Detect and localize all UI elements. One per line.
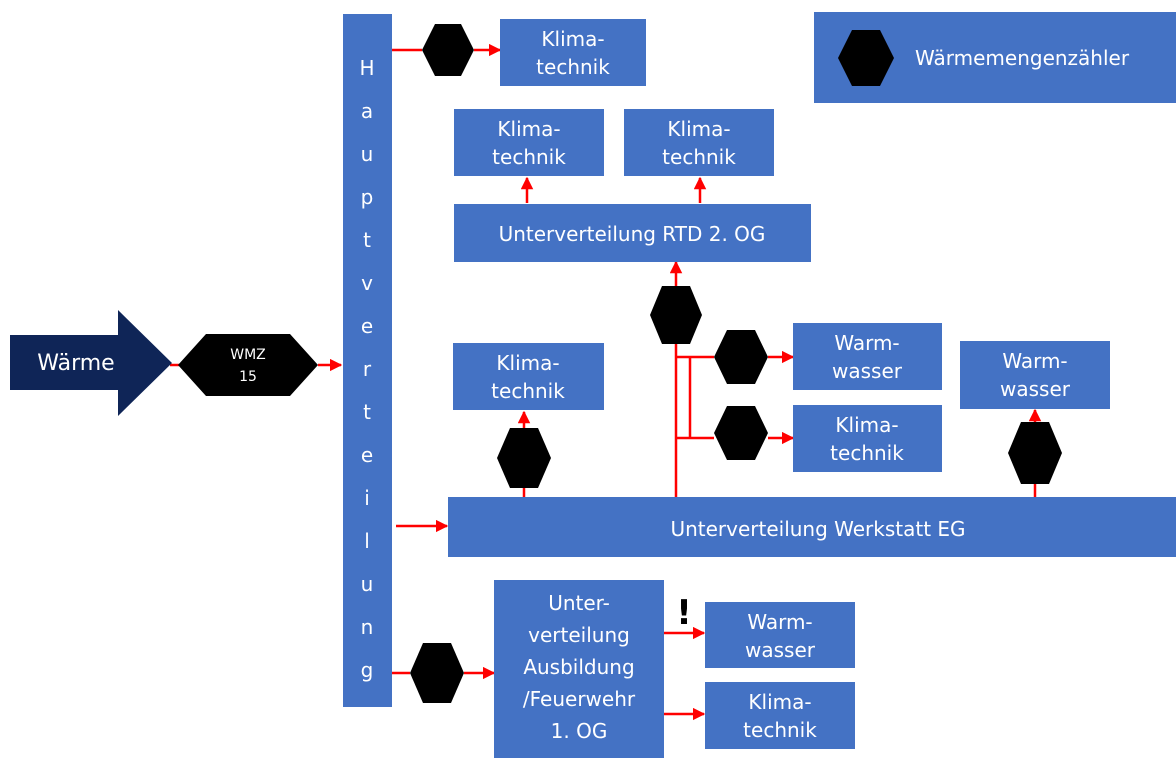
heat-input-arrow	[10, 310, 172, 416]
consumer-label-line2: technik	[491, 379, 565, 403]
heat-input: Wärme	[10, 310, 172, 416]
hexagon-meter-icon	[838, 30, 894, 86]
main-distribution-letter: g	[361, 658, 374, 682]
consumer-label-line2: technik	[743, 718, 817, 742]
main-distribution-letter: H	[359, 56, 374, 80]
consumer-box	[624, 109, 774, 176]
main-distribution-letter: e	[361, 314, 373, 338]
consumer-workshop-warm: Warm- wasser	[793, 323, 942, 390]
subdistribution-rtd: Unterverteilung RTD 2. OG	[454, 204, 811, 262]
consumer-box	[454, 109, 604, 176]
consumer-box	[705, 602, 855, 668]
main-distribution-letter: p	[361, 185, 374, 209]
main-distribution-letter: l	[364, 529, 370, 553]
meter-id-line2: 15	[239, 369, 257, 385]
consumer-label-line1: Klima-	[667, 117, 730, 141]
consumer-label-line1: Warm-	[1002, 349, 1067, 373]
subdistribution-label: Unterverteilung RTD 2. OG	[499, 222, 766, 246]
warning-icon: !	[676, 593, 692, 633]
consumer-label-line1: Warm-	[834, 331, 899, 355]
consumer-label-line1: Klima-	[835, 413, 898, 437]
main-distribution-letter: r	[363, 357, 372, 381]
consumer-box	[793, 323, 942, 390]
consumer-label-line2: wasser	[1000, 377, 1071, 401]
heat-input-label: Wärme	[37, 351, 114, 376]
subdistribution-label-line4: /Feuerwehr	[523, 687, 636, 711]
main-distribution-letter: e	[361, 443, 373, 467]
main-distribution-letter: i	[364, 486, 370, 510]
consumer-workshop-right: Warm- wasser	[960, 341, 1110, 409]
hexagon-meter-icon	[422, 24, 474, 76]
hexagon-meter-icon	[410, 643, 464, 703]
consumer-training-klima: Klima- technik	[705, 682, 855, 749]
subdistribution-label: Unterverteilung Werkstatt EG	[670, 517, 965, 541]
main-distribution-letter: u	[361, 572, 374, 596]
subdistribution-label-line1: Unter-	[548, 591, 610, 615]
main-distribution-letter: t	[363, 400, 371, 424]
hexagon-meter-icon	[650, 286, 702, 344]
consumer-training-warm: Warm- wasser	[705, 602, 855, 668]
main-distribution-letter: v	[361, 271, 373, 295]
legend-label: Wärmemengenzähler	[915, 46, 1130, 70]
consumer-label-line1: Klima-	[748, 690, 811, 714]
consumer-label-line1: Klima-	[496, 351, 559, 375]
legend: Wärmemengenzähler	[814, 12, 1176, 103]
main-distribution-letter: t	[363, 228, 371, 252]
subdistribution-box	[494, 580, 664, 758]
meter-id-line1: WMZ	[230, 347, 266, 363]
consumer-top-klima: Klima- technik	[500, 19, 646, 86]
main-distribution-letter: a	[361, 99, 373, 123]
subdistribution-workshop: Unterverteilung Werkstatt EG	[448, 497, 1176, 557]
hexagon-meter-icon	[178, 334, 318, 396]
consumer-box	[960, 341, 1110, 409]
hexagon-meter-icon	[497, 428, 551, 488]
consumer-box	[705, 682, 855, 749]
consumer-box	[453, 343, 604, 410]
consumer-label-line1: Klima-	[541, 27, 604, 51]
consumer-box	[793, 405, 942, 472]
subdistribution-training: Unter- verteilung Ausbildung /Feuerwehr …	[494, 580, 664, 758]
subdistribution-box	[448, 497, 1176, 557]
consumer-label-line2: technik	[830, 441, 904, 465]
consumer-rtd-left: Klima- technik	[454, 109, 604, 176]
main-distribution-letter: u	[361, 142, 374, 166]
subdistribution-box	[454, 204, 811, 262]
consumer-label-line2: technik	[536, 55, 610, 79]
connectors	[170, 43, 1042, 721]
main-distribution-letter: n	[361, 615, 374, 639]
consumer-box	[500, 19, 646, 86]
consumer-label-line2: technik	[492, 145, 566, 169]
subdistribution-label-line5: 1. OG	[551, 719, 608, 743]
hexagon-meter-icon	[1008, 422, 1062, 484]
subdistribution-label-line2: verteilung	[528, 623, 630, 647]
consumer-label-line1: Klima-	[497, 117, 560, 141]
consumer-label-line2: wasser	[745, 638, 816, 662]
main-distribution-box	[343, 14, 392, 707]
consumer-rtd-right: Klima- technik	[624, 109, 774, 176]
consumer-label-line1: Warm-	[747, 610, 812, 634]
hexagon-meter-icon	[714, 406, 768, 460]
hexagon-meter-icon	[714, 330, 768, 384]
consumer-workshop-left: Klima- technik	[453, 343, 604, 410]
meter-wmz15: WMZ 15	[178, 334, 318, 396]
consumer-workshop-klima: Klima- technik	[793, 405, 942, 472]
subdistribution-label-line3: Ausbildung	[523, 655, 634, 679]
consumer-label-line2: wasser	[832, 359, 903, 383]
consumer-label-line2: technik	[662, 145, 736, 169]
